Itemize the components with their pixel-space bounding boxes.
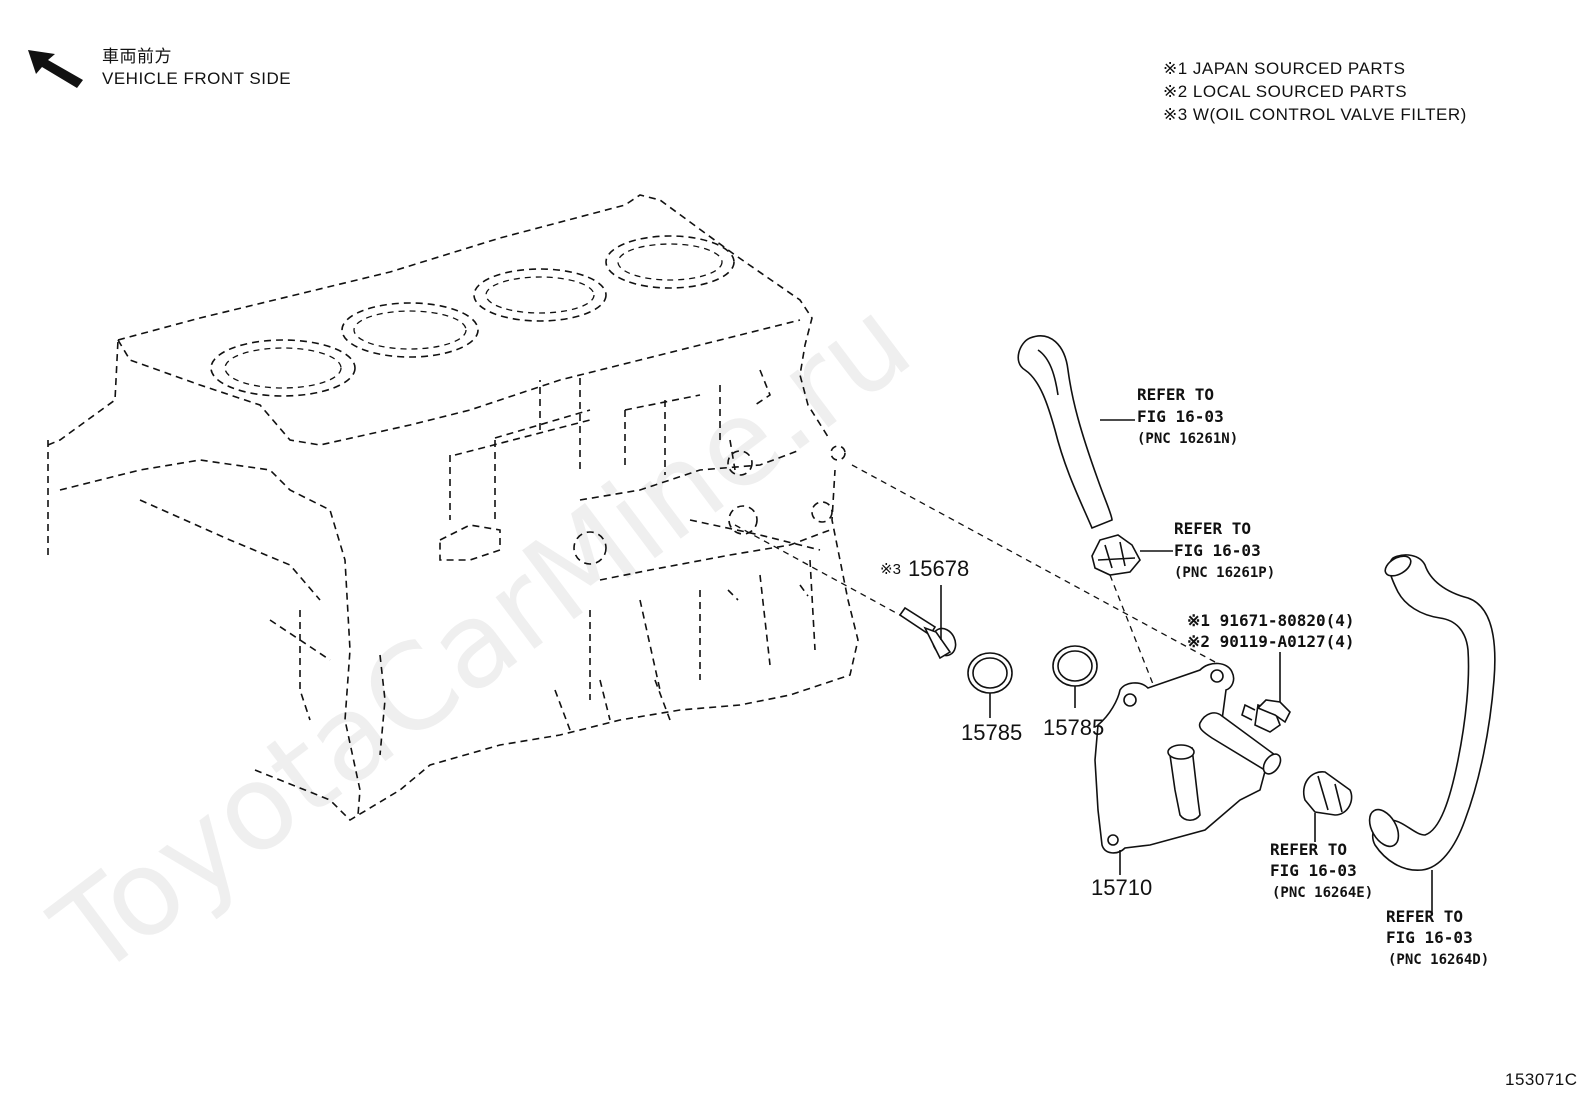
refer-16261p-line2: FIG 16-03 [1174,541,1261,560]
callout-15710: 15710 [1091,875,1152,900]
front-side-en: VEHICLE FRONT SIDE [102,69,291,88]
watermark: ToyotaCarMine.ru [28,272,935,1003]
lower-water-hose [1368,554,1496,871]
gasket-1 [967,652,1013,694]
refer-16264e-line2: FIG 16-03 [1270,861,1357,880]
hose-clamp-upper [1091,534,1141,576]
callout-15785-1: 15785 [961,720,1022,745]
union-bolt [1241,699,1291,733]
refer-16264d-line3: (PNC 16264D) [1388,952,1489,968]
gasket-2 [1052,645,1098,687]
engine-block-outline [47,194,859,822]
refer-16261p-line1: REFER TO [1174,519,1251,538]
front-side-jp: 車両前方 [102,47,172,66]
oil-cooler-assembly [1094,662,1282,854]
note-3: ※3 W(OIL CONTROL VALVE FILTER) [1163,105,1467,124]
note-2: ※2 LOCAL SOURCED PARTS [1163,82,1407,101]
refer-16264e-line1: REFER TO [1270,840,1347,859]
note-1: ※1 JAPAN SOURCED PARTS [1163,59,1406,78]
callout-15678-mark: ※3 [880,561,901,578]
callout-bolt-jp: ※1 91671-80820(4) [1187,611,1355,630]
oil-control-valve-filter [898,606,957,660]
refer-16261n-line2: FIG 16-03 [1137,407,1224,426]
refer-16261n-line1: REFER TO [1137,385,1214,404]
callout-bolt-local: ※2 90119-A0127(4) [1187,632,1355,651]
upper-water-hose [1017,335,1113,530]
assembly-line-valve [734,524,901,616]
refer-16261p-line3: (PNC 16261P) [1174,565,1275,581]
assembly-line-cooler [851,464,1216,663]
arrow-up-left-icon [28,50,83,88]
hose-clamp-lower [1303,771,1353,816]
callout-15678: 15678 [908,556,969,581]
figure-code: 153071C [1505,1070,1578,1089]
refer-16264d-line2: FIG 16-03 [1386,928,1473,947]
refer-16264d-line1: REFER TO [1386,907,1463,926]
callout-15785-2: 15785 [1043,715,1104,740]
refer-16261n-line3: (PNC 16261N) [1137,431,1238,447]
refer-16264e-line3: (PNC 16264E) [1272,885,1373,901]
